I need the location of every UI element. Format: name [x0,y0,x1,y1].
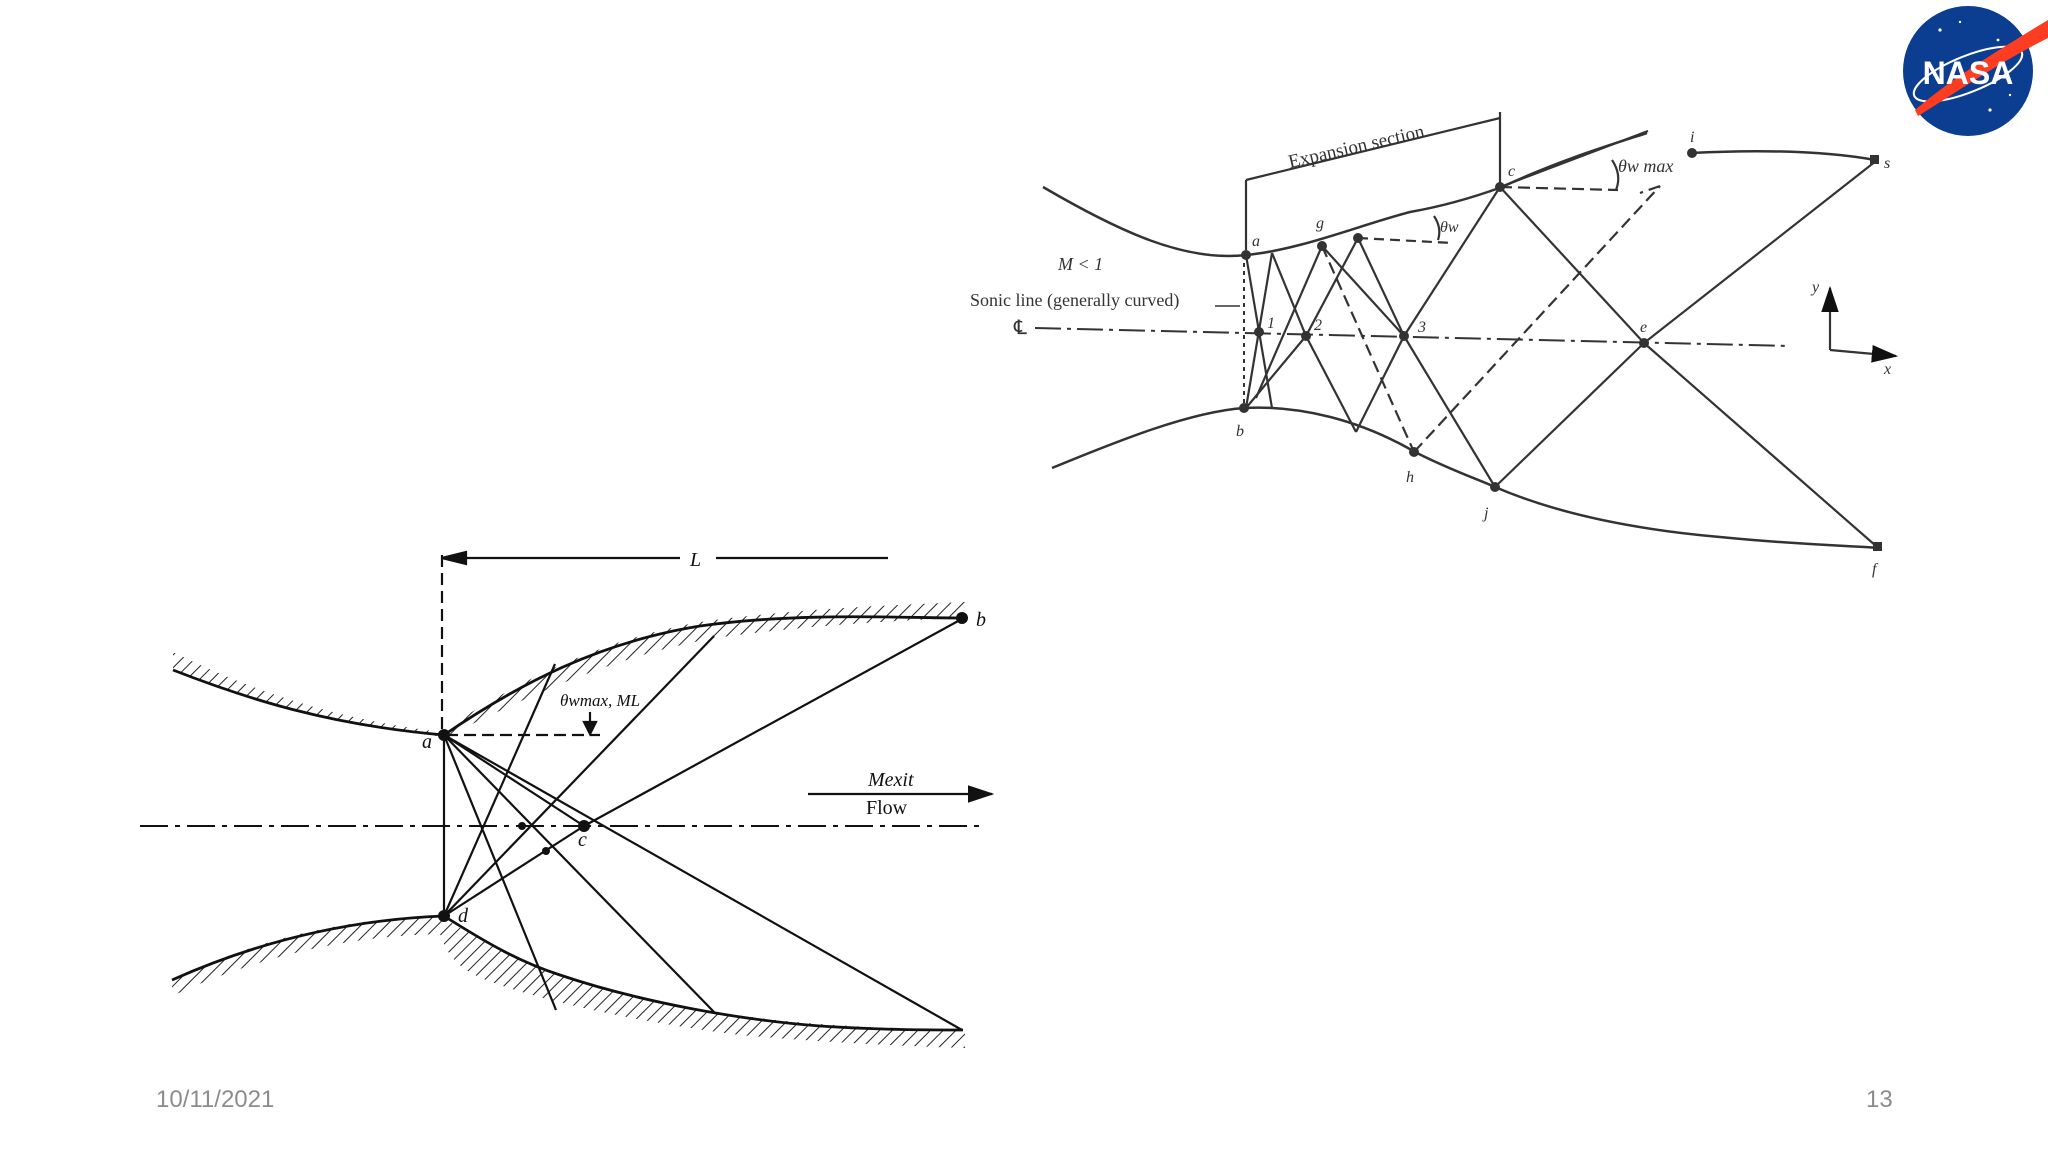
nasa-logo: NASA [1903,6,2048,136]
lower-wall [171,914,964,1032]
axis-x-label: x [1883,361,1891,378]
point-g: g [1316,215,1324,232]
point-j: j [1482,505,1489,522]
lower-wall-hatch [172,916,965,1048]
nozzle-characteristics-diagram [1034,112,1879,550]
theta-w-max-label: θw max [1618,156,1673,176]
upper-wall-exit [1689,150,1876,162]
point-b: b [976,609,986,631]
point-c: c [578,829,587,851]
theta-w-label: θw [1440,219,1459,236]
point-s: s [1884,155,1890,172]
diagram-top-points [1239,148,1882,551]
point-3: 3 [1417,319,1426,336]
footer-page-number: 13 [1866,1086,1893,1113]
point-i: i [1690,129,1694,146]
sonic-line-label: Sonic line (generally curved) [970,290,1179,311]
point-b: b [1236,423,1244,440]
theta-max-label: θwmax, ML [560,691,640,710]
flow-label: Flow [866,797,908,819]
length-label: L [689,549,701,571]
diagram-bottom-points [438,612,968,922]
lower-wall [1051,406,1879,550]
expansion-section-label: Expansion section [1286,121,1426,173]
point-c: c [1508,163,1515,180]
point-e: e [1640,319,1647,336]
upper-wall-hatch [173,602,965,737]
upper-wall [172,615,964,737]
nasa-logo-text: NASA [1923,55,2014,91]
point-a: a [1252,233,1260,250]
upper-wall [1042,131,1648,258]
minimum-length-nozzle-diagram [140,550,995,1048]
centerline [1034,327,1791,347]
mach-label: M < 1 [1057,254,1103,274]
point-a: a [422,731,432,753]
mexit-label: Mexit [867,769,914,791]
point-d: d [458,905,469,927]
centerline-symbol: ℄ [1013,317,1027,339]
point-1: 1 [1267,315,1275,332]
axis-y-label: y [1810,279,1820,296]
point-h: h [1406,469,1414,486]
axis-icon [1821,285,1899,363]
point-2: 2 [1314,317,1322,334]
point-f: f [1872,561,1879,578]
footer-date: 10/11/2021 [156,1086,275,1113]
